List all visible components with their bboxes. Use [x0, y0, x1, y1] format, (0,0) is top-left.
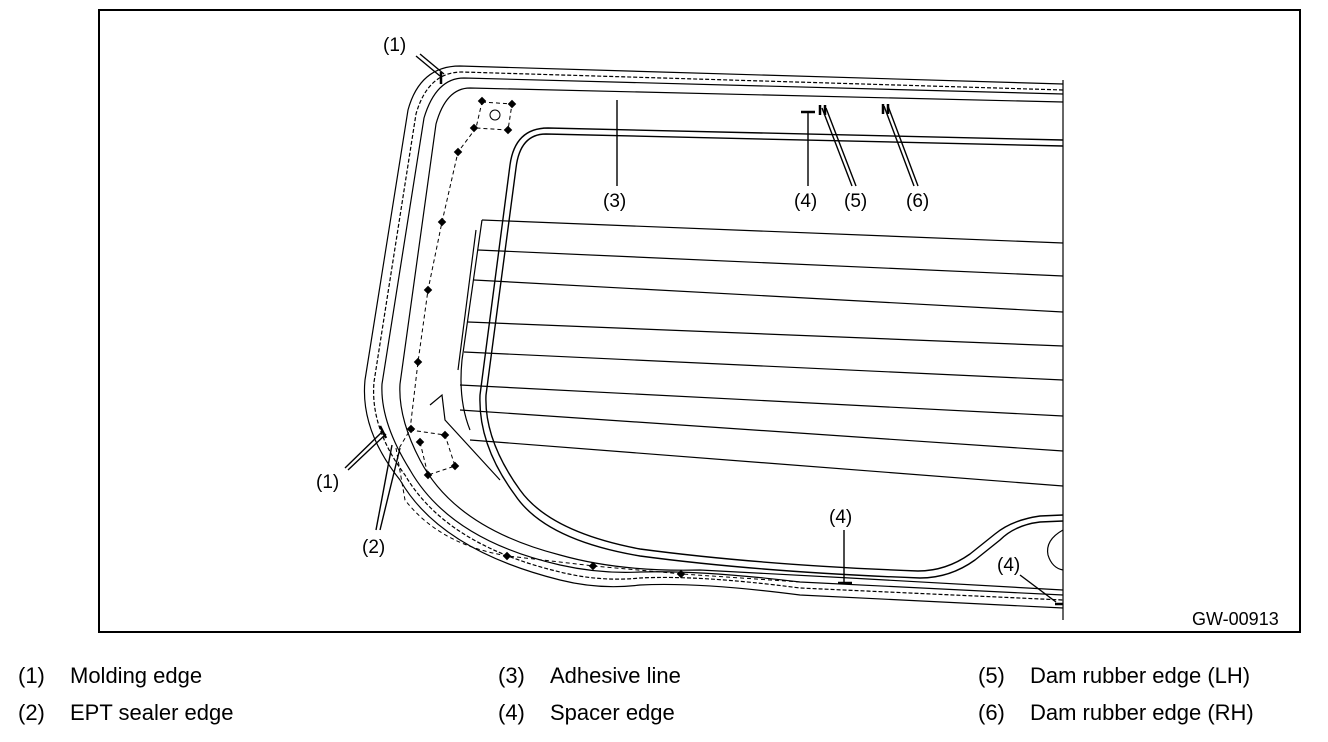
callout-1-top: (1)	[383, 35, 406, 56]
legend-item-2: (2) EPT sealer edge	[18, 699, 338, 729]
leader-lines	[344, 53, 1057, 603]
defroster-lines	[457, 219, 1064, 487]
panel-step	[429, 393, 501, 481]
figure-frame	[98, 9, 1301, 633]
legend: (1) Molding edge (2) EPT sealer edge (3)…	[0, 658, 1328, 738]
legend-number: (3)	[498, 663, 525, 688]
legend-item-6: (6) Dam rubber edge (RH)	[978, 699, 1298, 729]
body-panel-outlines	[363, 65, 1064, 609]
legend-text: EPT sealer edge	[70, 700, 234, 725]
legend-item-5: (5) Dam rubber edge (LH)	[978, 662, 1298, 692]
figure-id: GW-00913	[1192, 609, 1279, 629]
legend-number: (6)	[978, 700, 1005, 725]
legend-number: (5)	[978, 663, 1005, 688]
legend-text: Molding edge	[70, 663, 203, 688]
glass-outline	[479, 127, 1064, 579]
glass-notch	[1046, 529, 1064, 571]
legend-item-1: (1) Molding edge	[18, 662, 338, 692]
legend-number: (4)	[498, 700, 525, 725]
legend-text: Dam rubber edge (LH)	[1030, 663, 1251, 688]
legend-item-4: (4) Spacer edge	[498, 699, 818, 729]
legend-text: Adhesive line	[550, 663, 681, 688]
sealer-dots	[406, 96, 686, 579]
callout-6: (6)	[906, 191, 929, 212]
legend-item-3: (3) Adhesive line	[498, 662, 818, 692]
callout-5: (5)	[844, 191, 867, 212]
callout-4-mid: (4)	[829, 507, 852, 528]
mount-hole	[489, 109, 501, 121]
legend-text: Spacer edge	[550, 700, 675, 725]
legend-number: (1)	[18, 663, 45, 688]
callout-2: (2)	[362, 537, 385, 558]
callout-1-bottom: (1)	[316, 472, 339, 493]
legend-text: Dam rubber edge (RH)	[1030, 700, 1254, 725]
edge-markers	[378, 72, 1063, 606]
callout-4-top: (4)	[794, 191, 817, 212]
legend-number: (2)	[18, 700, 45, 725]
callout-4-right: (4)	[997, 555, 1020, 576]
ept-sealer-path	[395, 101, 801, 583]
callout-3: (3)	[603, 191, 626, 212]
